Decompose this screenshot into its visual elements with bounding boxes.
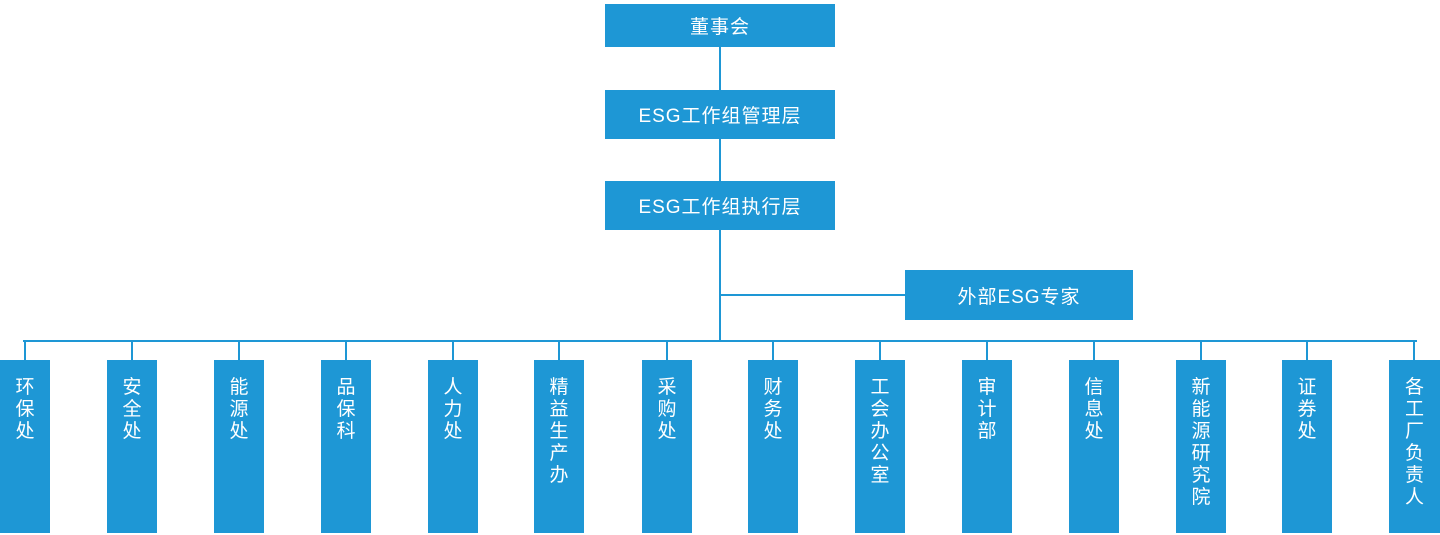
node-dept-audit-label: 审计部 [977, 377, 997, 442]
node-esg-management: ESG工作组管理层 [605, 90, 835, 139]
node-external-esg-experts-label: 外部ESG专家 [957, 286, 1081, 308]
connector-stub-3 [238, 340, 240, 360]
node-dept-renlichu: 人力处 [428, 360, 478, 533]
node-esg-execution-label: ESG工作组执行层 [638, 197, 802, 218]
node-dept-securities: 证券处 [1282, 360, 1332, 533]
node-board-label: 董事会 [689, 17, 750, 38]
node-dept-lean-production-office-label: 精益生产办 [549, 377, 569, 486]
connector-stub-5 [452, 340, 454, 360]
connector-board-to-management [719, 46, 721, 90]
node-dept-anquanchu: 安全处 [107, 360, 157, 533]
connector-stub-4 [345, 340, 347, 360]
connector-stub-13 [1306, 340, 1308, 360]
node-dept-new-energy-institute: 新能源研究院 [1176, 360, 1226, 533]
connector-stub-11 [1093, 340, 1095, 360]
connector-stub-6 [558, 340, 560, 360]
node-dept-renlichu-label: 人力处 [443, 377, 463, 442]
node-dept-caiwuchu-label: 财务处 [763, 377, 783, 442]
node-dept-nengyuanchu: 能源处 [214, 360, 264, 533]
node-dept-union-office-label: 工会办公室 [870, 377, 890, 486]
node-dept-huanbaochu: 环保处 [0, 360, 50, 533]
node-dept-information-label: 信息处 [1084, 377, 1104, 442]
node-dept-anquanchu-label: 安全处 [122, 377, 142, 442]
node-dept-information: 信息处 [1069, 360, 1119, 533]
node-dept-lean-production-office: 精益生产办 [534, 360, 584, 533]
connector-stub-12 [1200, 340, 1202, 360]
node-dept-caigouchu: 采购处 [642, 360, 692, 533]
connector-stub-9 [879, 340, 881, 360]
connector-distribution-bar [23, 340, 1417, 342]
node-dept-audit: 审计部 [962, 360, 1012, 533]
node-dept-union-office: 工会办公室 [855, 360, 905, 533]
node-esg-management-label: ESG工作组管理层 [638, 106, 802, 127]
node-dept-securities-label: 证券处 [1297, 377, 1317, 442]
connector-execution-trunk [719, 230, 721, 342]
node-dept-factory-heads-label: 各工厂负责人 [1404, 377, 1424, 508]
node-dept-huanbaochu-label: 环保处 [15, 377, 35, 442]
node-external-esg-experts: 外部ESG专家 [905, 270, 1133, 320]
node-dept-caiwuchu: 财务处 [748, 360, 798, 533]
connector-stub-1 [24, 340, 26, 360]
connector-management-to-execution [719, 139, 721, 181]
connector-stub-7 [666, 340, 668, 360]
node-dept-pinbaoke: 品保科 [321, 360, 371, 533]
node-board: 董事会 [605, 4, 835, 47]
connector-stub-8 [772, 340, 774, 360]
connector-stub-10 [986, 340, 988, 360]
connector-stub-2 [131, 340, 133, 360]
node-dept-caigouchu-label: 采购处 [657, 377, 677, 442]
node-dept-new-energy-institute-label: 新能源研究院 [1191, 377, 1211, 508]
connector-stub-14 [1413, 340, 1415, 360]
node-dept-pinbaoke-label: 品保科 [336, 377, 356, 442]
node-esg-execution: ESG工作组执行层 [605, 181, 835, 230]
node-dept-factory-heads: 各工厂负责人 [1389, 360, 1440, 533]
connector-branch-external-experts [720, 294, 905, 296]
node-dept-nengyuanchu-label: 能源处 [229, 377, 249, 442]
